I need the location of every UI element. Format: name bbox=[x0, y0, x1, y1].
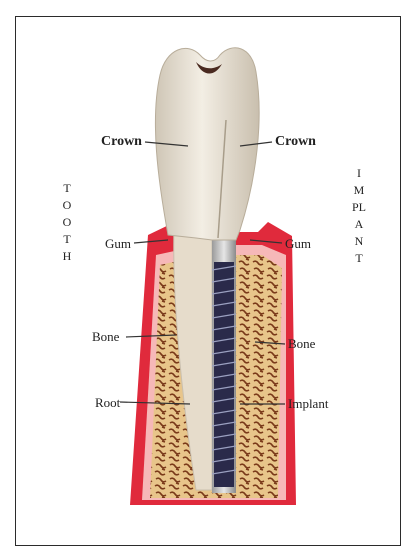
label-tooth-crown: Crown bbox=[101, 135, 142, 149]
label-implant-gum: Gum bbox=[285, 237, 311, 250]
label-implant-crown: Crown bbox=[275, 135, 316, 149]
label-implant-bone: Bone bbox=[288, 337, 315, 350]
label-implant-implant: Implant bbox=[288, 397, 328, 410]
implant-vertical-title: IMPLANT bbox=[352, 165, 366, 267]
label-tooth-root: Root bbox=[95, 396, 120, 409]
tooth-vertical-title: TOOTH bbox=[60, 180, 74, 265]
label-tooth-gum: Gum bbox=[105, 237, 131, 250]
implant-screw bbox=[212, 228, 236, 493]
label-tooth-bone: Bone bbox=[92, 330, 119, 343]
